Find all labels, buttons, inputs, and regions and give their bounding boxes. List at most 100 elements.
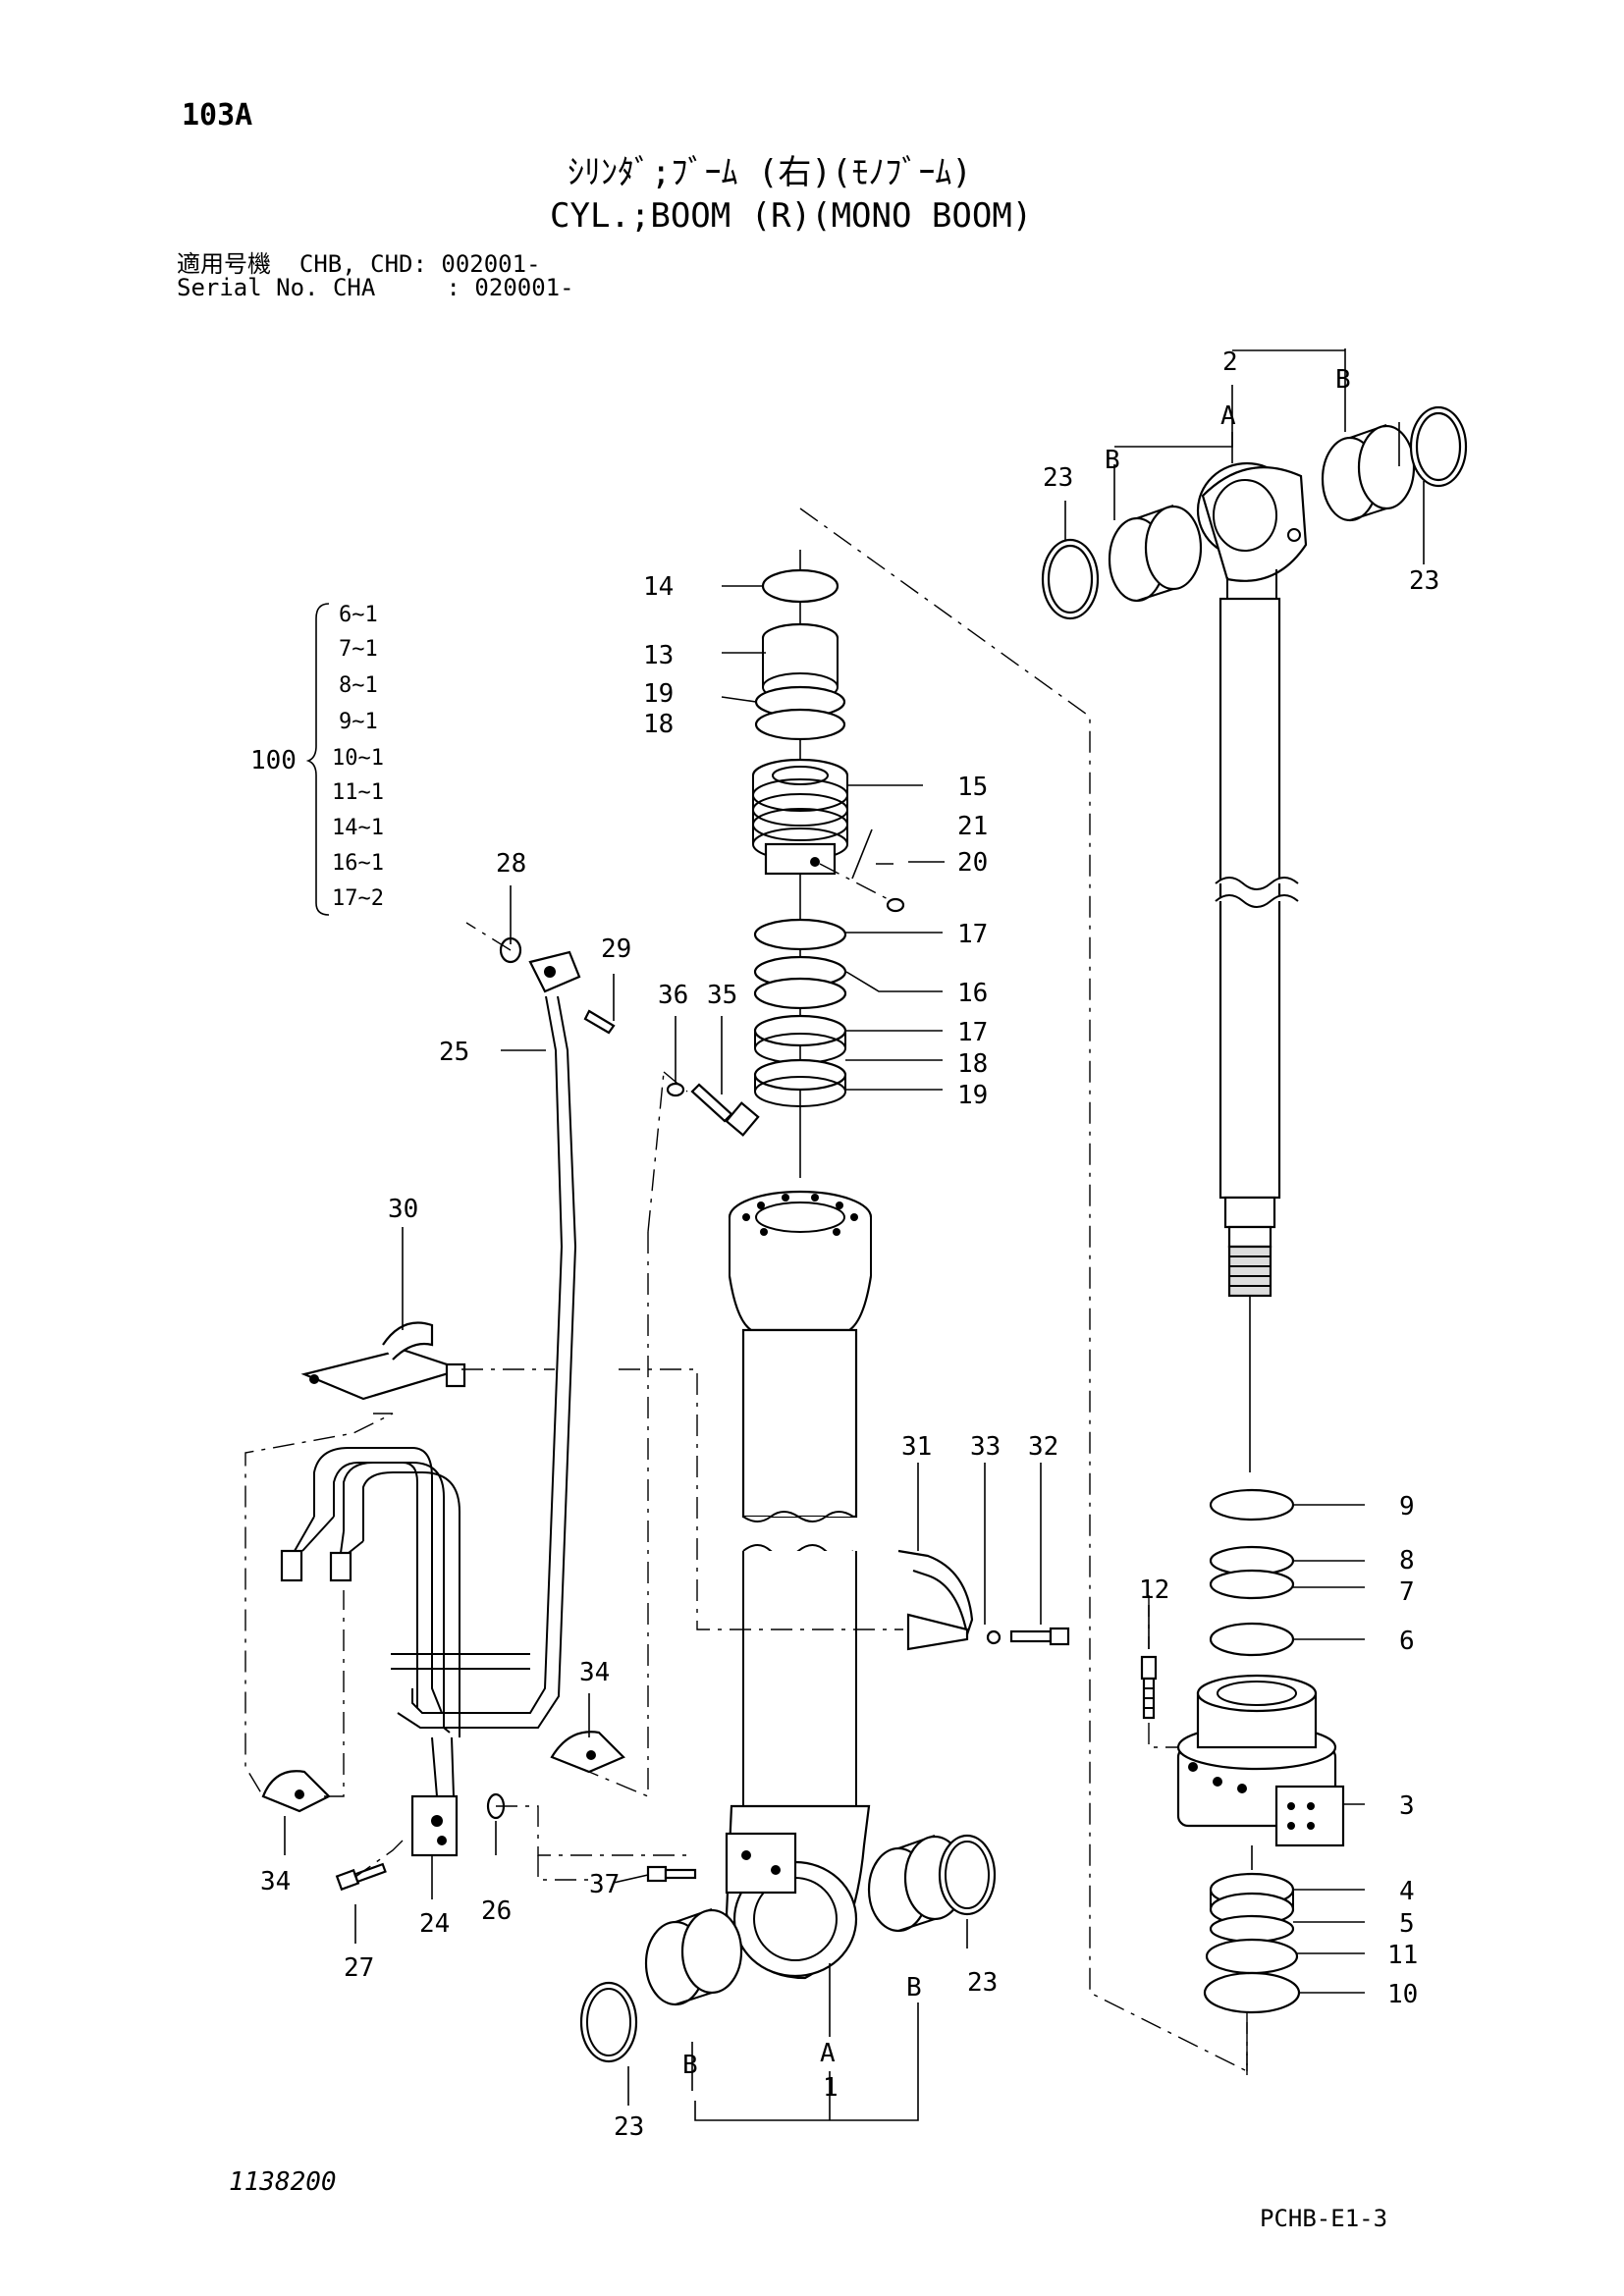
callout-B-bottom-left: B bbox=[682, 2051, 698, 2080]
bolt-12 bbox=[1140, 1655, 1158, 1720]
callout-8: 8 bbox=[1399, 1546, 1415, 1575]
rod-cover-part-3 bbox=[1176, 1674, 1345, 1847]
callout-30: 30 bbox=[388, 1195, 418, 1224]
callout-17: 17 bbox=[957, 1018, 988, 1047]
ring-10 bbox=[1203, 1971, 1301, 2014]
washer-36 bbox=[666, 1082, 685, 1097]
callout-23: 23 bbox=[614, 2112, 644, 2142]
callout-35: 35 bbox=[707, 981, 737, 1010]
ring-5 bbox=[1209, 1914, 1295, 1944]
callout-26: 26 bbox=[481, 1896, 512, 1926]
serial-applicable-line: 適用号機 CHB, CHD: 002001- bbox=[177, 250, 541, 278]
callout-B-top-right: B bbox=[1335, 365, 1351, 395]
seal-ring-23-bottom-left bbox=[579, 1981, 638, 2063]
ring-16-b bbox=[753, 977, 847, 1010]
page-code: 103A bbox=[182, 98, 253, 133]
callout-1: 1 bbox=[823, 2073, 839, 2103]
callout-36: 36 bbox=[658, 981, 688, 1010]
page-reference: PCHB-E1-3 bbox=[1260, 2205, 1388, 2232]
clamp-34-left bbox=[261, 1770, 331, 1813]
callout-A-top: A bbox=[1220, 401, 1236, 431]
kit-item: 11~1 bbox=[332, 780, 384, 805]
callout-23: 23 bbox=[1409, 566, 1439, 596]
callout-23: 23 bbox=[1043, 463, 1073, 493]
bolt-27 bbox=[335, 1862, 387, 1892]
ring-17-lower bbox=[753, 1014, 847, 1047]
callout-24: 24 bbox=[419, 1909, 450, 1939]
flange-24 bbox=[410, 1794, 459, 1857]
callout-18: 18 bbox=[643, 710, 674, 739]
callout-4: 4 bbox=[1399, 1877, 1415, 1906]
bolt-37 bbox=[646, 1865, 697, 1883]
callout-19: 19 bbox=[957, 1081, 988, 1110]
clamp-34-right bbox=[550, 1731, 625, 1774]
serial-number-line: Serial No. CHA : 020001- bbox=[177, 274, 574, 301]
callout-33: 33 bbox=[970, 1432, 1001, 1462]
ring-17-upper bbox=[753, 918, 847, 951]
callout-25: 25 bbox=[439, 1038, 469, 1067]
callout-16: 16 bbox=[957, 979, 988, 1008]
seal-ring-23-bottom-right bbox=[938, 1834, 997, 1916]
seal-ring-23-top-right bbox=[1409, 405, 1468, 488]
ring-7 bbox=[1209, 1569, 1295, 1600]
callout-32: 32 bbox=[1028, 1432, 1058, 1462]
kit-item: 6~1 bbox=[339, 603, 378, 627]
callout-labels: 2 A B B 23 23 14 13 19 18 15 21 20 17 16… bbox=[260, 347, 1439, 2142]
callout-31: 31 bbox=[901, 1432, 932, 1462]
callout-18: 18 bbox=[957, 1049, 988, 1079]
rod-assembly bbox=[1041, 405, 1468, 2014]
callout-B-top-left: B bbox=[1105, 446, 1120, 475]
bushing-top-left bbox=[1108, 505, 1203, 603]
kit-item: 16~1 bbox=[332, 851, 384, 876]
kit-item: 10~1 bbox=[332, 746, 384, 771]
document-number: 1138200 bbox=[229, 2167, 337, 2197]
callout-14: 14 bbox=[643, 572, 674, 602]
leader-lines bbox=[284, 348, 1425, 2121]
ring-6 bbox=[1209, 1622, 1295, 1657]
callout-11: 11 bbox=[1387, 1941, 1418, 1970]
callout-15: 15 bbox=[957, 773, 988, 802]
clamp-31 bbox=[897, 1549, 974, 1651]
kit-item: 17~2 bbox=[332, 886, 384, 911]
callout-34: 34 bbox=[579, 1658, 610, 1687]
ring-11 bbox=[1205, 1938, 1299, 1975]
callout-5: 5 bbox=[1399, 1909, 1415, 1939]
callout-13: 13 bbox=[643, 641, 674, 670]
kit-item: 14~1 bbox=[332, 816, 384, 840]
assembly-centerlines bbox=[244, 507, 1248, 2081]
rod-eye-part bbox=[1196, 461, 1308, 599]
callout-7: 7 bbox=[1399, 1577, 1415, 1607]
callout-6: 6 bbox=[1399, 1627, 1415, 1656]
callout-19: 19 bbox=[643, 679, 674, 709]
nut-20 bbox=[886, 897, 905, 913]
kit-item: 8~1 bbox=[339, 673, 378, 698]
bushing-bottom-left bbox=[644, 1908, 743, 2006]
fitting-left bbox=[280, 1549, 303, 1582]
callout-12: 12 bbox=[1139, 1575, 1169, 1605]
callout-3: 3 bbox=[1399, 1791, 1415, 1821]
cylinder-tube-part-1 bbox=[725, 1190, 873, 1980]
ring-19-lower bbox=[753, 1058, 847, 1092]
callout-17: 17 bbox=[957, 920, 988, 949]
callout-27: 27 bbox=[344, 1953, 374, 1983]
bushing-top-right bbox=[1321, 424, 1416, 522]
seal-ring-23-top-left bbox=[1041, 538, 1100, 620]
callout-9: 9 bbox=[1399, 1492, 1415, 1522]
title-japanese: ｼﾘﾝﾀﾞ;ﾌﾞｰﾑ (右)(ﾓﾉﾌﾞｰﾑ) bbox=[568, 153, 972, 192]
callout-21: 21 bbox=[957, 812, 988, 841]
piston-15 bbox=[751, 758, 849, 876]
ring-18-top bbox=[754, 708, 846, 741]
callout-10: 10 bbox=[1387, 1980, 1418, 2009]
callout-34: 34 bbox=[260, 1867, 291, 1896]
ring-14 bbox=[761, 568, 839, 604]
callout-2: 2 bbox=[1222, 347, 1238, 377]
callout-29: 29 bbox=[601, 934, 631, 964]
kit-bracket bbox=[305, 603, 330, 916]
callout-37: 37 bbox=[589, 1870, 620, 1899]
flange-29 bbox=[528, 950, 616, 1035]
kit-item: 7~1 bbox=[339, 637, 378, 662]
piston-rod bbox=[1215, 597, 1299, 1298]
callout-28: 28 bbox=[496, 849, 526, 879]
title-english: CYL.;BOOM (R)(MONO BOOM) bbox=[550, 196, 1033, 236]
kit-item: 9~1 bbox=[339, 710, 378, 734]
